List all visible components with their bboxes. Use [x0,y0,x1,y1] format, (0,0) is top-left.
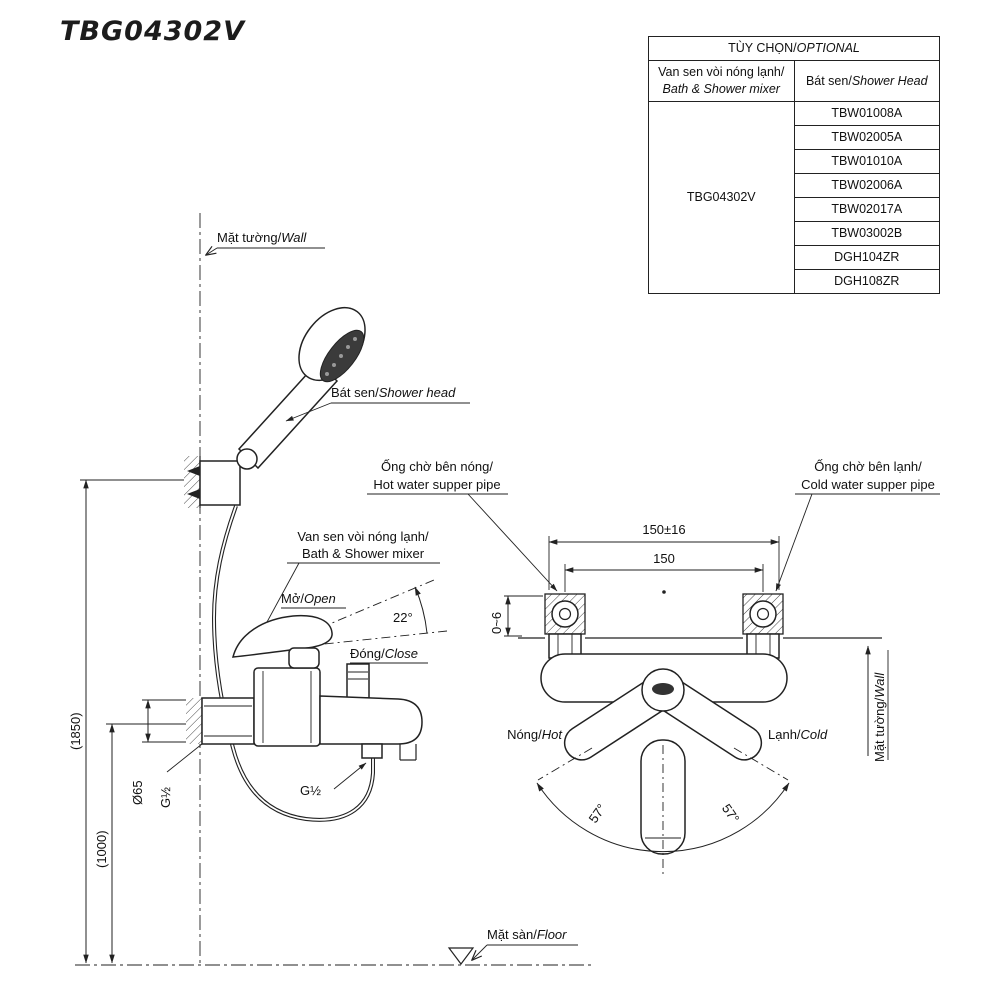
shower-head-cell: TBW03002B [793,221,940,246]
mixer-model-cell: TBG04302V [648,101,795,294]
cold-side-label: Lạnh/Cold [768,727,828,742]
dim-total-height: (1850) [68,712,83,750]
cold-pipe-label-group: Ống chờ bên lạnh/ Cold water supper pipe [775,459,940,592]
mixer-cartridge-body [253,667,321,747]
close-label: Đóng/Close [350,646,418,661]
dim-width-tolerance: 150±16 [642,522,685,537]
dim-spout-height: (1000) [94,830,109,868]
dim-thread-spout: G½ [300,783,321,798]
hot-pipe-label-group: Ống chờ bên nóng/ Hot water supper pipe [367,459,558,592]
dim-thread-spout-group: G½ [300,762,367,798]
dim-width-group: 150 [564,551,764,594]
hot-supply-pipe [544,593,586,659]
front-view-drawing: 150±16 150 0~6 [367,459,940,874]
cold-pipe-label-en: Cold water supper pipe [801,477,935,492]
shower-head-cell: TBW02006A [793,173,940,198]
options-table: TÙY CHỌN/OPTIONAL Van sen vòi nóng lạnh/… [648,36,940,294]
shower-head-cell: DGH104ZR [793,245,940,270]
swing-indication: 57° 57° [536,745,790,874]
dim-width: 150 [653,551,675,566]
shower-head-cell: TBW02005A [793,125,940,150]
dim-diameter: Ø65 [130,780,145,805]
hand-shower [236,306,366,470]
spout [319,695,423,745]
mixer-label-group: Van sen vòi nóng lạnh/ Bath & Shower mix… [253,529,440,647]
wall-label-side-group: Mặt tường/Wall [206,230,325,255]
diverter-knob [346,663,370,699]
shower-head-cell: DGH108ZR [793,269,940,294]
options-table-title-en: OPTIONAL [796,41,860,55]
cold-supply-pipe [742,593,784,659]
col-header-mixer: Van sen vòi nóng lạnh/Bath & Shower mixe… [648,60,795,102]
options-table-title-vi: TÙY CHỌN/ [728,41,797,55]
hose-outlet [361,743,383,759]
dim-total-height-group: (1850) [68,479,196,964]
wall-flange [201,697,255,745]
dim-thread-wall: G½ [158,787,173,808]
hot-pipe-label-en: Hot water supper pipe [373,477,500,492]
shower-bracket [184,456,241,508]
angle-right-label: 57° [719,801,743,826]
cold-pipe-label-vi: Ống chờ bên lạnh/ [814,459,922,474]
mixer-body-side [186,614,423,761]
hot-side-label: Nóng/Hot [507,727,563,742]
options-table-title: TÙY CHỌN/OPTIONAL [648,36,940,61]
open-label: Mở/Open [281,591,336,606]
shower-hose [211,505,375,822]
dim-wall-gap-group: 0~6 [489,595,543,637]
open-close-indication: 22° Mở/Open Đóng/Close [267,579,448,664]
open-angle-label: 22° [393,610,413,625]
mixer-label-en: Bath & Shower mixer [302,546,425,561]
shower-head-cell: TBW01008A [793,101,940,126]
shower-head-label-group: Bát sen/Shower head [285,385,470,422]
floor-symbol [447,947,475,965]
col-header-shower-head: Bát sen/Shower Head [793,60,940,102]
hot-pipe-label-vi: Ống chờ bên nóng/ [381,459,493,474]
dim-width-tolerance-group: 150±16 [548,522,780,590]
shower-head-label: Bát sen/Shower head [331,385,456,400]
dim-spout-height-group: (1000) [94,723,200,964]
wall-label-front-group: Mặt tường/Wall [865,645,889,762]
angle-left-label: 57° [586,801,610,826]
dim-wall-gap: 0~6 [489,612,504,634]
mixer-label-vi: Van sen vòi nóng lạnh/ [297,529,429,544]
mixer-body-front [540,653,788,855]
wall-label-front: Mặt tường/Wall [872,672,887,762]
floor-label: Mặt sàn/Floor [487,927,567,942]
side-view-drawing: (1850) (1000) Ø65 G½ Mặt tường/Wall [68,213,592,967]
wall-label-side: Mặt tường/Wall [217,230,307,245]
dim-thread-wall-group: G½ [158,735,213,808]
floor-label-group: Mặt sàn/Floor [447,927,578,965]
page-title: TBG04302V [60,16,245,47]
mixer-lever [232,614,333,658]
